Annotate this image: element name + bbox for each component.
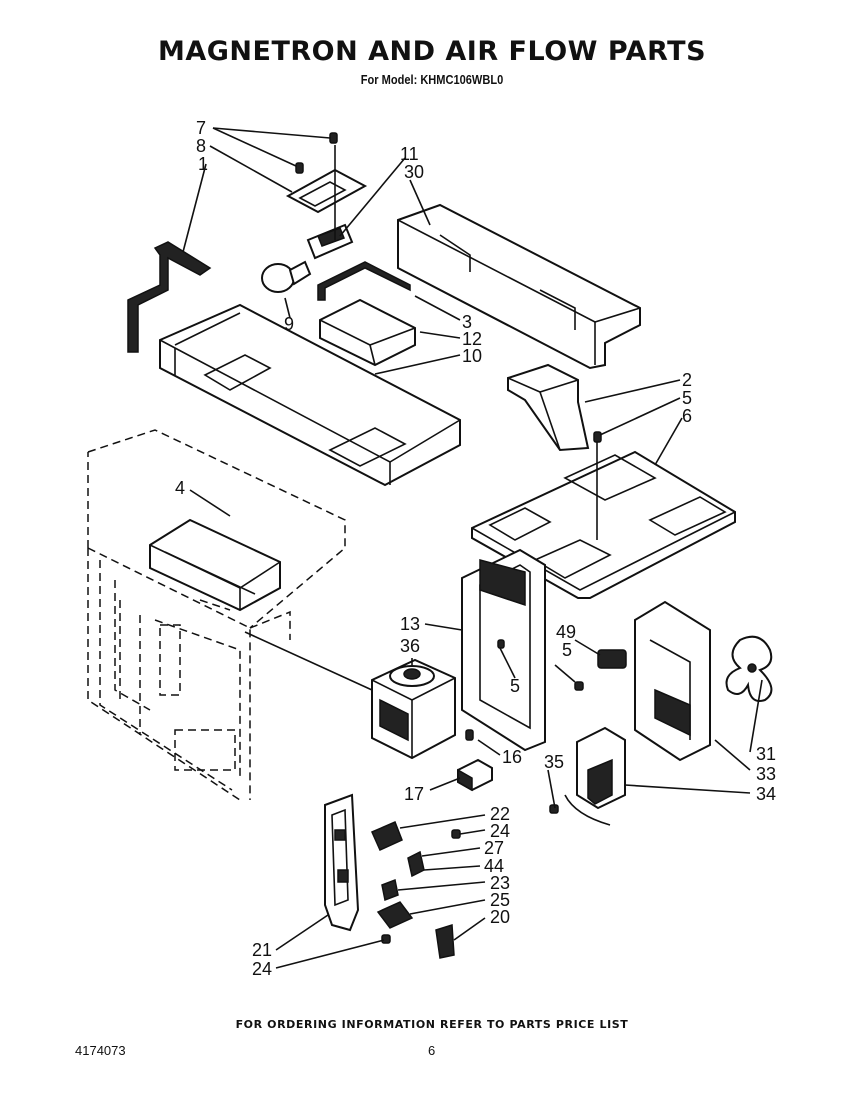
callout-1: 1 xyxy=(198,154,208,174)
callout-27: 27 xyxy=(484,838,504,858)
bracket-part-1 xyxy=(127,241,212,353)
callout-3: 3 xyxy=(462,312,472,332)
callout-30: 30 xyxy=(404,162,424,182)
ordering-note: FOR ORDERING INFORMATION REFER TO PARTS … xyxy=(235,1018,629,1031)
callout-5-right: 5 xyxy=(562,640,572,660)
fan-assembly xyxy=(549,600,773,826)
page-number: 6 xyxy=(428,1043,436,1058)
callout-10: 10 xyxy=(462,346,482,366)
callout-24-lower: 24 xyxy=(252,959,272,979)
callout-17: 17 xyxy=(404,784,424,804)
model-subtitle: For Model: KHMC106WBL0 xyxy=(360,72,504,87)
callout-numbers: 7 8 1 11 30 9 3 12 10 2 5 6 4 13 36 5 49… xyxy=(175,118,776,979)
page-title: MAGNETRON AND AIR FLOW PARTS xyxy=(157,36,707,67)
lamp-socket-and-bulb xyxy=(261,145,354,293)
callout-8: 8 xyxy=(196,136,206,156)
callout-31: 31 xyxy=(756,744,776,764)
callout-2: 2 xyxy=(682,370,692,390)
waveguide-panel xyxy=(461,548,546,752)
callout-34: 34 xyxy=(756,784,776,804)
callout-24-upper: 24 xyxy=(490,821,510,841)
callout-5-middle: 5 xyxy=(510,676,520,696)
callout-13: 13 xyxy=(400,614,420,634)
callout-49: 49 xyxy=(556,622,576,642)
seal-strip xyxy=(317,261,416,367)
control-box xyxy=(149,518,281,612)
air-chute xyxy=(507,363,590,452)
top-duct xyxy=(397,203,641,370)
callout-21: 21 xyxy=(252,940,272,960)
air-guide-tray xyxy=(159,303,461,487)
callout-20: 20 xyxy=(490,907,510,927)
callout-5-top: 5 xyxy=(682,388,692,408)
callout-23: 23 xyxy=(490,873,510,893)
callout-35: 35 xyxy=(544,752,564,772)
callout-6: 6 xyxy=(682,406,692,426)
callout-44: 44 xyxy=(484,856,504,876)
document-number: 4174073 xyxy=(75,1043,126,1058)
callout-4: 4 xyxy=(175,478,185,498)
callout-16: 16 xyxy=(502,747,522,767)
leader-lines xyxy=(182,127,763,969)
callout-12: 12 xyxy=(462,329,482,349)
callout-22: 22 xyxy=(490,804,510,824)
oven-cavity-outline xyxy=(87,429,346,801)
callout-11: 11 xyxy=(400,144,419,164)
callout-25: 25 xyxy=(490,890,510,910)
callout-7: 7 xyxy=(196,118,206,138)
door-latch-assembly xyxy=(324,793,461,959)
callout-36: 36 xyxy=(400,636,420,656)
thermal-cutout xyxy=(457,729,493,792)
magnetron xyxy=(371,658,456,760)
callout-9: 9 xyxy=(284,314,294,334)
callout-33: 33 xyxy=(756,764,776,784)
lamp-bracket xyxy=(285,132,368,214)
